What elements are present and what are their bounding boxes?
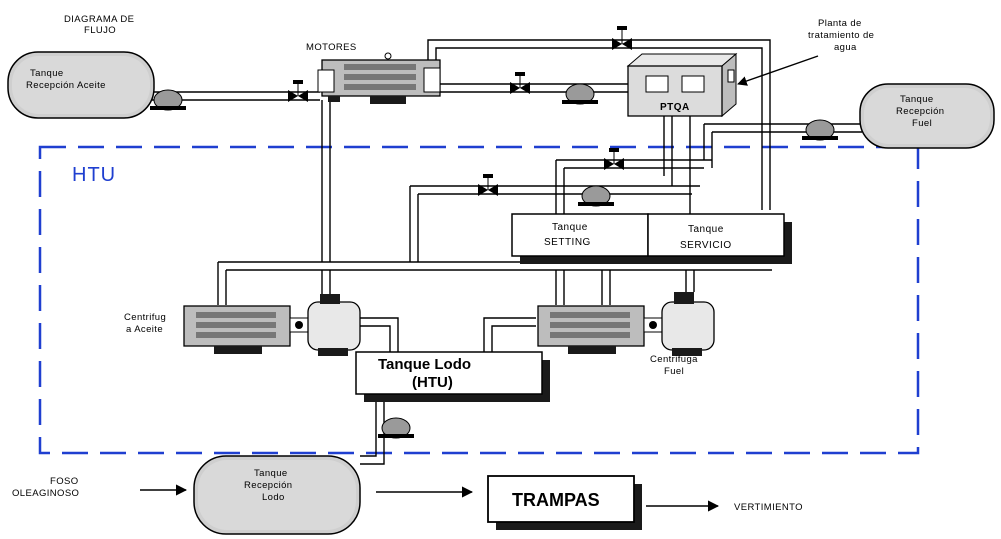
ptqa-label: PTQA: [660, 102, 690, 113]
tank-aceite-label-2: Recepción Aceite: [26, 80, 106, 91]
tank-lodo-label-3: Lodo: [262, 492, 285, 503]
planta-label-3: agua: [834, 42, 857, 53]
foso-label-1: FOSO: [50, 476, 79, 487]
trampas-label: TRAMPAS: [512, 490, 600, 510]
valves: [288, 26, 632, 196]
tank-fuel-label-2: Recepción: [896, 106, 945, 117]
centrifuga-fuel-label-2: Fuel: [664, 366, 684, 377]
tank-recepcion-aceite: Tanque Recepción Aceite: [7, 51, 155, 119]
htu-label: HTU: [72, 164, 116, 186]
trampas-box: TRAMPAS: [487, 475, 642, 530]
planta-label-2: tratamiento de: [808, 30, 874, 41]
pumps: [150, 83, 838, 439]
centrifuga-aceite-label-2: a Aceite: [126, 324, 163, 335]
tank-fuel-label-3: Fuel: [912, 118, 932, 129]
pump-icon: [150, 89, 186, 111]
planta-annotation: Planta de tratamiento de agua: [737, 18, 874, 86]
tank-setting-servicio: Tanque SETTING Tanque SERVICIO: [511, 213, 792, 264]
centrifuga-fuel-unit: Centrifuga Fuel: [537, 292, 715, 377]
valve-icon: [478, 174, 498, 196]
ptqa-unit: PTQA: [626, 52, 738, 118]
tank-lodo-htu: Tanque Lodo (HTU): [355, 351, 550, 402]
tank-lodo-htu-label-1: Tanque Lodo: [378, 356, 471, 373]
pump-icon: [378, 417, 414, 439]
valve-icon: [288, 80, 308, 102]
valve-icon: [510, 72, 530, 94]
tank-servicio-label-1: Tanque: [688, 224, 724, 235]
motores-unit: MOTORES: [306, 42, 441, 104]
tank-setting-label-1: Tanque: [552, 222, 588, 233]
vertimiento-label: VERTIMIENTO: [734, 502, 803, 513]
tank-lodo-label-1: Tanque: [254, 468, 288, 479]
centrifuga-fuel-label-1: Centrifuga: [650, 354, 698, 365]
tank-recepcion-lodo: Tanque Recepción Lodo: [193, 455, 361, 535]
diagram-title-line1: DIAGRAMA DE: [64, 14, 134, 25]
centrifuga-aceite-label-1: Centrifug: [124, 312, 166, 323]
pump-icon: [562, 83, 598, 105]
tank-lodo-label-2: Recepción: [244, 480, 293, 491]
pump-icon: [578, 185, 614, 207]
tank-lodo-htu-label-2: (HTU): [412, 374, 453, 391]
tank-fuel-label-1: Tanque: [900, 94, 934, 105]
planta-label-1: Planta de: [818, 18, 862, 29]
motores-label: MOTORES: [306, 42, 357, 53]
foso-source: FOSO OLEAGINOSO: [12, 476, 188, 499]
valve-icon: [604, 148, 624, 170]
tank-aceite-label-1: Tanque: [30, 68, 64, 79]
centrifuga-aceite-unit: Centrifug a Aceite: [124, 294, 361, 356]
foso-label-2: OLEAGINOSO: [12, 488, 79, 499]
pump-icon: [802, 119, 838, 141]
htu-boundary: [38, 145, 920, 455]
tank-setting-label-2: SETTING: [544, 237, 591, 248]
tank-servicio-label-2: SERVICIO: [680, 240, 732, 251]
tank-recepcion-fuel: Tanque Recepción Fuel: [859, 83, 995, 149]
diagram-title-line2: FLUJO: [84, 25, 116, 36]
valve-icon: [612, 26, 632, 50]
